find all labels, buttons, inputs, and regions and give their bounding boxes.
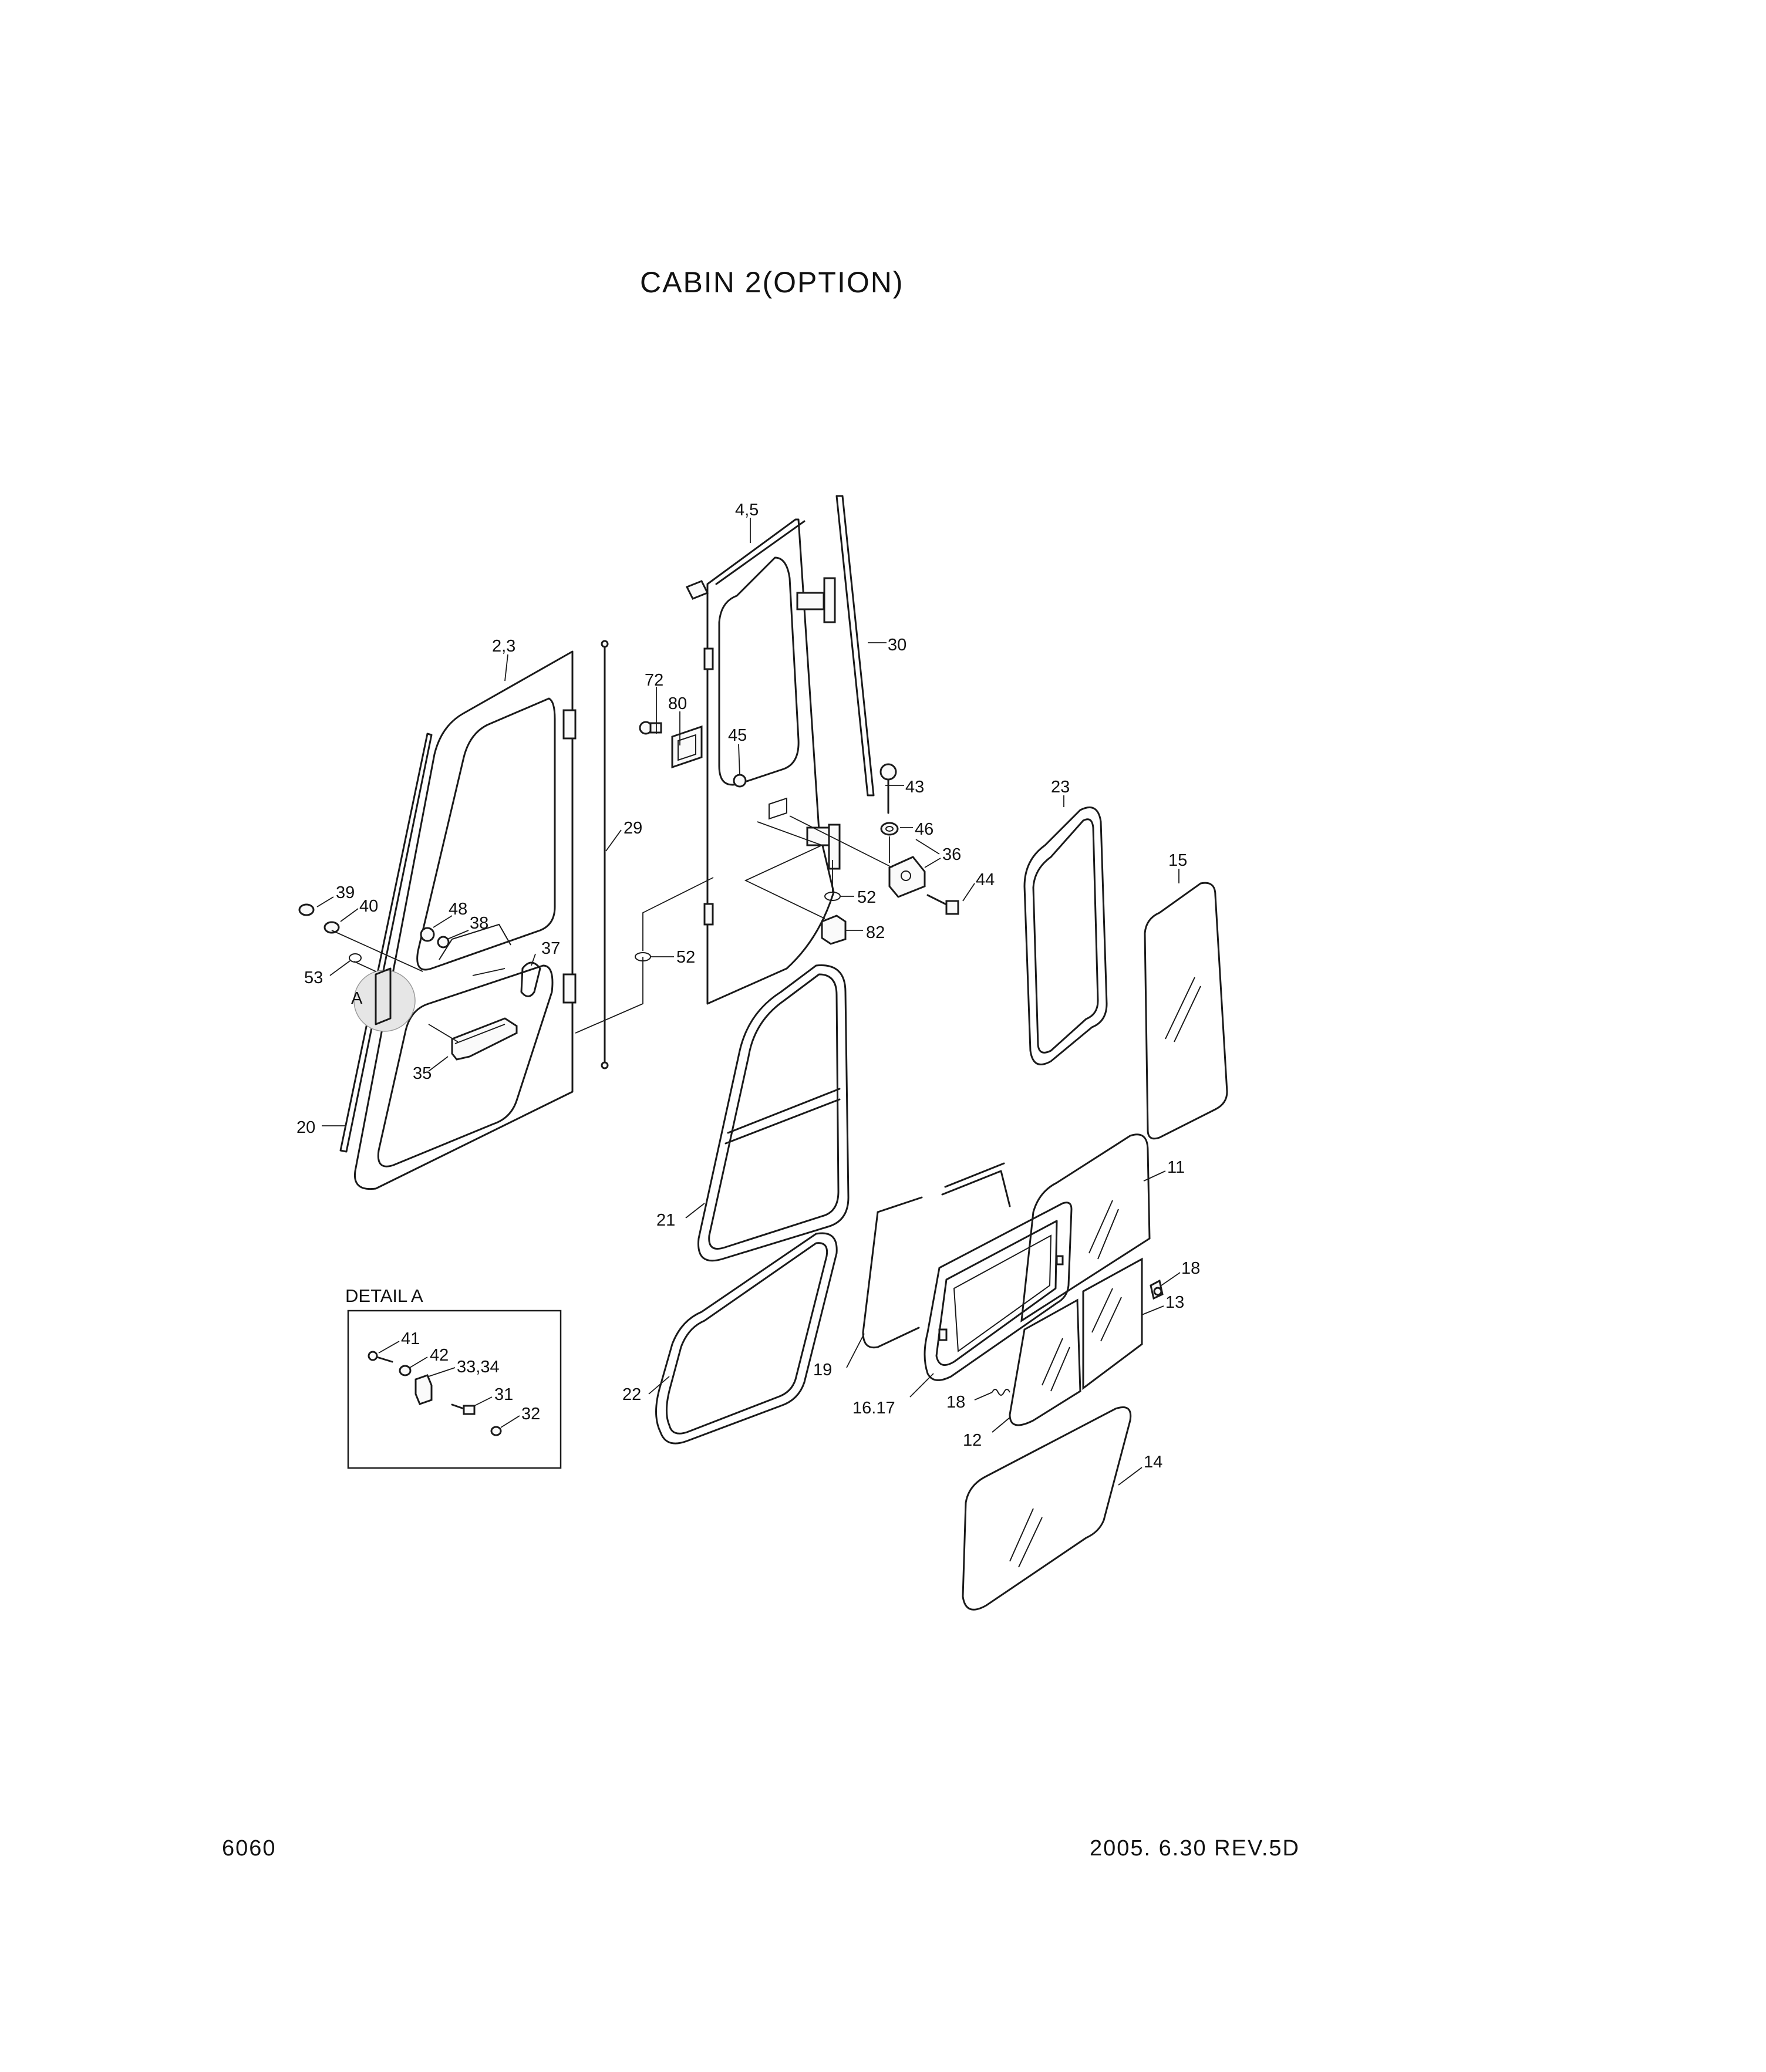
knob-48: [420, 927, 435, 942]
block-82: [821, 914, 847, 945]
detail-label: 41: [401, 1329, 420, 1348]
bracket-72-80: [639, 721, 703, 769]
part-label: 21: [656, 1211, 675, 1230]
part-label: 13: [1165, 1293, 1184, 1312]
bolt-44: [926, 894, 959, 915]
detail-a-title: DETAIL A: [345, 1285, 423, 1306]
knob-38: [437, 936, 450, 949]
nut-32: [490, 1426, 502, 1436]
part-label: 18: [1181, 1259, 1200, 1278]
part-label: 12: [963, 1431, 982, 1450]
door-frame-left: [353, 650, 577, 1190]
diagram-title: CABIN 2(OPTION): [640, 266, 904, 299]
glass-11: [1020, 1133, 1151, 1322]
part-label: 18: [946, 1393, 965, 1412]
page-number: 6060: [222, 1836, 277, 1861]
part-label: 52: [676, 948, 695, 967]
ring-53: [349, 953, 362, 963]
part-label: 11: [1167, 1158, 1185, 1177]
screw-41: [368, 1351, 393, 1363]
part-label: 16.17: [852, 1399, 895, 1418]
door-frame-center: [685, 518, 841, 1005]
part-label: 39: [336, 883, 355, 902]
detail-label: 33,34: [457, 1358, 500, 1376]
window-frame-22: [655, 1232, 838, 1445]
part-label: 23: [1051, 778, 1070, 797]
glass-15: [1144, 882, 1228, 1140]
part-label: 37: [541, 939, 560, 958]
glass-14: [962, 1406, 1132, 1611]
sliding-window-frame-16-17: [924, 1202, 1073, 1381]
revision-date: 2005. 6.30 REV.5D: [1090, 1836, 1300, 1861]
handle-37: [520, 961, 541, 997]
part-label: 45: [728, 726, 747, 745]
part-label: 46: [915, 820, 933, 839]
assembly-guide-lines: [331, 815, 940, 1042]
label-leaders: [316, 518, 1181, 1486]
part-label: 52: [857, 888, 876, 907]
part-label: 4,5: [735, 501, 759, 519]
detail-a-marker-label: A: [351, 989, 363, 1008]
part-label: 29: [624, 819, 642, 838]
part-label: 2,3: [492, 637, 515, 656]
part-label: 44: [976, 870, 995, 889]
nut-39: [298, 903, 315, 916]
washer-40: [323, 921, 340, 934]
part-label: 43: [905, 778, 924, 797]
handle-35: [451, 1017, 518, 1061]
detail-a-box: DETAIL A 41 42 33,: [345, 1285, 562, 1469]
knob-45: [733, 774, 747, 788]
rod-29: [601, 640, 609, 1069]
washer-42: [399, 1365, 412, 1376]
part-label: 80: [668, 694, 687, 713]
detail-a-marker-circle: [353, 970, 416, 1032]
window-frame-21: [697, 964, 850, 1262]
part-label: 30: [888, 636, 906, 654]
detail-label: 42: [430, 1346, 449, 1365]
part-label: 19: [813, 1361, 832, 1379]
pin-43: [879, 763, 897, 814]
detail-label: 32: [521, 1405, 540, 1423]
window-seal-23: [1023, 806, 1108, 1065]
part-label: 22: [622, 1385, 641, 1404]
glass-12: [1009, 1298, 1081, 1426]
part-label: 38: [470, 914, 488, 933]
washer-46: [880, 822, 899, 836]
seal-strip-20: [339, 733, 433, 1153]
part-label: 15: [1168, 851, 1187, 870]
part-label: 82: [866, 923, 885, 942]
part-label: 20: [296, 1118, 315, 1137]
part-label: 53: [304, 968, 323, 987]
part-label: 48: [449, 900, 467, 919]
latch-33-34: [414, 1374, 433, 1405]
part-label: 14: [1144, 1453, 1162, 1472]
spring-18-lower: [992, 1389, 1010, 1396]
part-label: 36: [942, 845, 961, 864]
seal-19: [862, 1162, 1011, 1349]
seal-strip-30: [835, 495, 875, 797]
latch-36: [888, 856, 926, 898]
part-label: 40: [359, 897, 378, 916]
pin-31: [451, 1403, 476, 1415]
clip-18-right: [1150, 1279, 1164, 1300]
glass-13: [1082, 1257, 1143, 1390]
part-label: 72: [645, 671, 663, 690]
detail-label: 31: [494, 1385, 513, 1404]
part-labels: 4,5 30 2,3 72 80 45 43 46 29 36 44 23 15…: [296, 501, 1200, 1472]
part-label: 35: [413, 1064, 432, 1083]
